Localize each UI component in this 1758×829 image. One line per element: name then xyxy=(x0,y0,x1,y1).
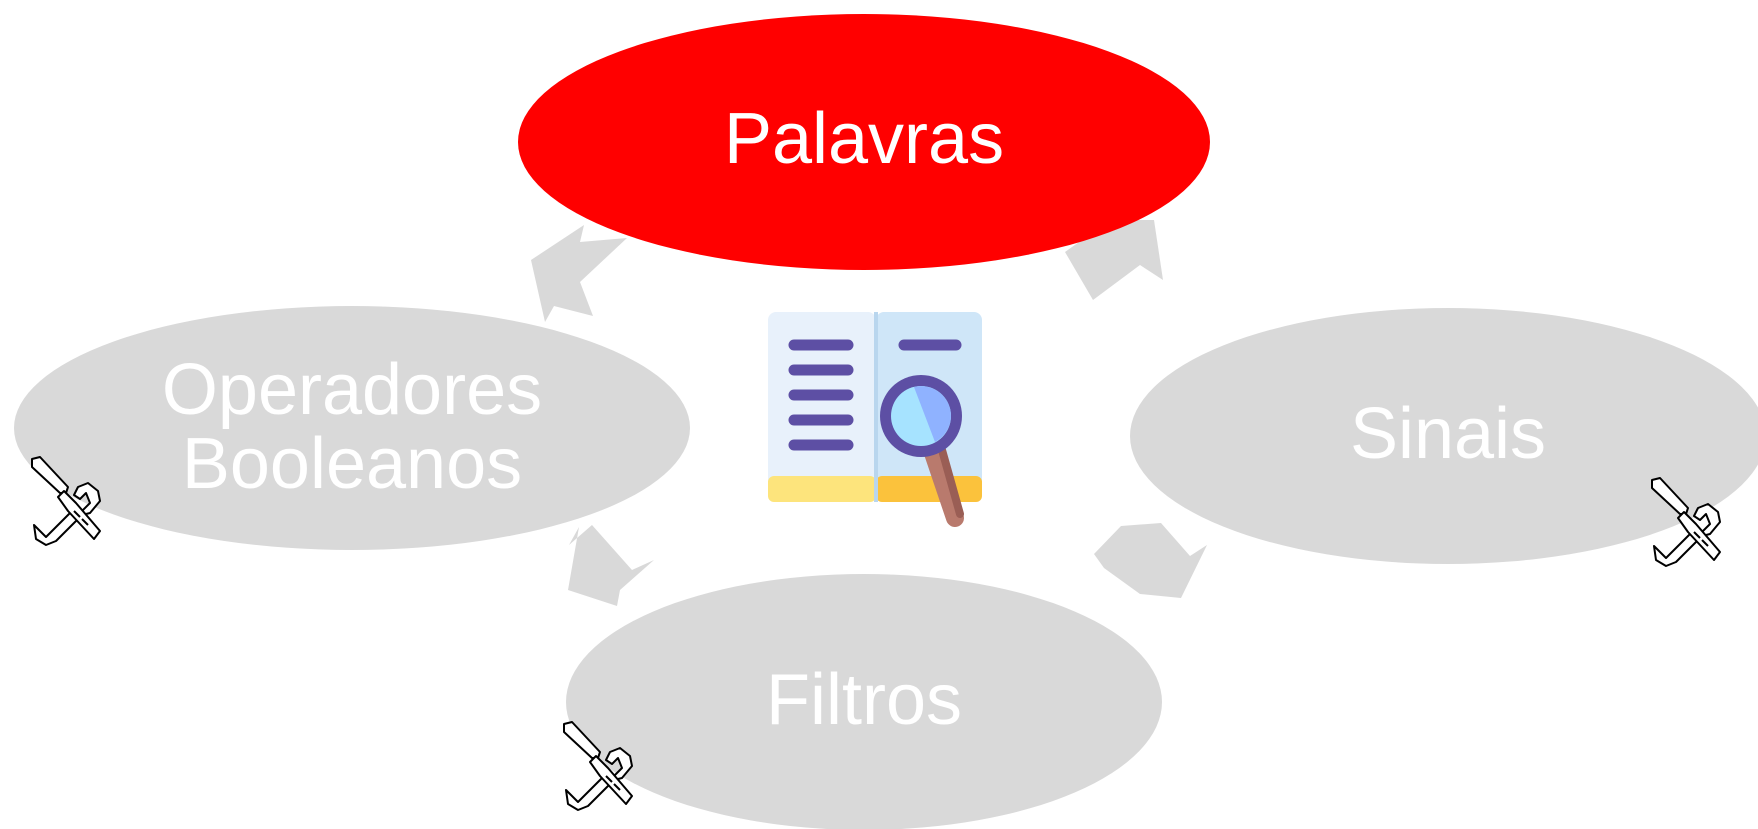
node-filtros[interactable]: Filtros xyxy=(566,574,1162,829)
node-palavras-label: Palavras xyxy=(724,99,1004,179)
arrow-sinais-to-filtros xyxy=(1094,523,1207,598)
arrow-filtros-to-operadores xyxy=(568,525,654,606)
node-operadores-label-line1: Operadores xyxy=(162,350,542,430)
node-operadores-booleanos[interactable]: Operadores Booleanos xyxy=(14,306,690,550)
node-filtros-label: Filtros xyxy=(766,660,962,740)
node-palavras[interactable]: Palavras xyxy=(518,14,1210,270)
node-operadores-label-line2: Booleanos xyxy=(182,424,522,504)
arrow-operadores-to-palavras xyxy=(531,225,627,322)
node-sinais-label: Sinais xyxy=(1350,394,1546,474)
node-sinais[interactable]: Sinais xyxy=(1130,308,1758,564)
arrow-palavras-to-sinais xyxy=(1065,220,1163,300)
book-magnifier-icon xyxy=(768,312,982,527)
